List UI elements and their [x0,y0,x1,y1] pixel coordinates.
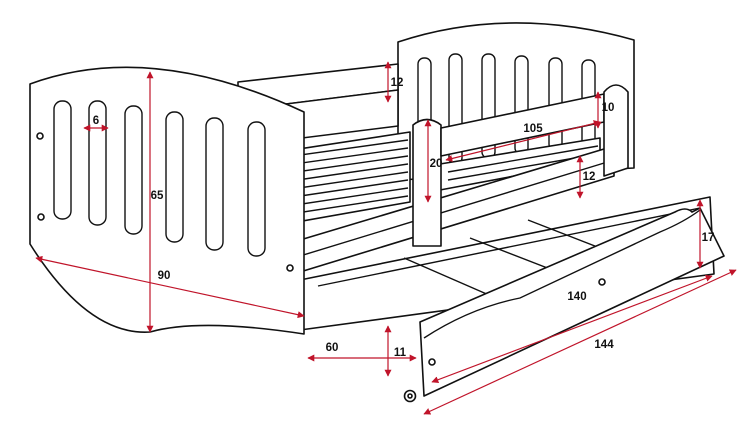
dim-label-barrier-length: 105 [523,123,543,135]
dim-label-side-length: 90 [158,270,171,282]
dim-90-line [35,255,305,319]
dimension-lines [35,61,737,415]
dim-label-drawer-overall-length: 144 [594,339,614,351]
dim-label-drawer-height: 17 [702,232,715,244]
dim-label-rail-gap: 12 [583,171,596,183]
dim-label-slat-width: 6 [93,115,99,127]
dimension-labels: 65 90 6 12 10 105 20 12 17 140 144 60 11 [93,77,715,359]
dim-label-drawer-depth: 60 [326,342,339,354]
dim-label-side-height: 65 [151,190,164,202]
dim-label-barrier-height: 10 [602,102,615,114]
dim-label-drawer-clearance: 11 [394,347,407,359]
dim-label-barrier-rise: 20 [430,158,443,170]
dim-144-line [423,269,737,415]
dim-105-line [445,120,601,162]
front-footboard [29,66,305,335]
dim-label-headboard-top-gap: 12 [391,77,404,89]
dim-label-drawer-inner-length: 140 [567,291,586,303]
